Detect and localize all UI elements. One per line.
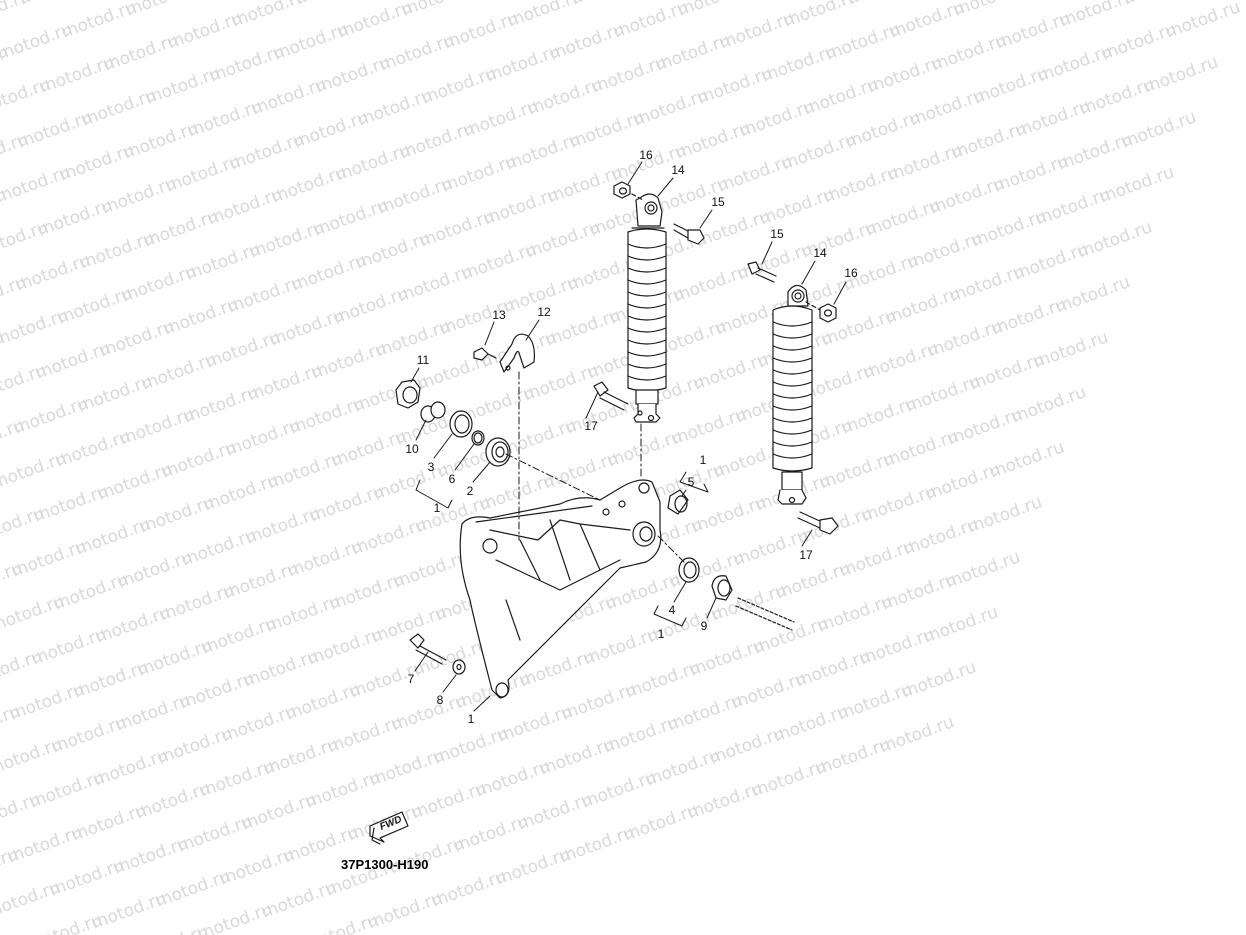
forward-arrow-icon bbox=[369, 811, 409, 845]
leader-lines bbox=[410, 161, 847, 712]
washer-8 bbox=[452, 659, 466, 675]
callout-part-2[interactable]: 2 bbox=[466, 484, 474, 498]
callout-part-1[interactable]: 1 bbox=[657, 627, 665, 641]
callout-part-15[interactable]: 15 bbox=[711, 195, 725, 209]
callout-part-11[interactable]: 11 bbox=[416, 353, 430, 367]
callout-part-14[interactable]: 14 bbox=[813, 246, 827, 260]
bolt-7 bbox=[409, 633, 447, 665]
alignment-lines bbox=[505, 371, 685, 563]
callout-part-8[interactable]: 8 bbox=[436, 693, 444, 707]
callout-part-9[interactable]: 9 bbox=[700, 619, 708, 633]
bolt-15-right bbox=[747, 261, 777, 283]
callout-part-16[interactable]: 16 bbox=[639, 148, 653, 162]
shock-absorber-right bbox=[772, 284, 813, 505]
bearing-2 bbox=[485, 437, 511, 467]
callout-part-1[interactable]: 1 bbox=[433, 501, 441, 515]
bolt-17-right bbox=[797, 511, 839, 535]
callout-part-1[interactable]: 1 bbox=[699, 453, 707, 467]
callout-part-12[interactable]: 12 bbox=[537, 305, 551, 319]
callout-part-6[interactable]: 6 bbox=[448, 472, 456, 486]
diagram-code: 37P1300-H190 bbox=[341, 857, 429, 872]
seal-4 bbox=[678, 557, 700, 583]
callout-part-16[interactable]: 16 bbox=[844, 266, 858, 280]
collar-11 bbox=[395, 379, 421, 409]
callout-part-5[interactable]: 5 bbox=[687, 475, 695, 489]
axle-phantom bbox=[735, 597, 795, 631]
callout-part-4[interactable]: 4 bbox=[668, 603, 676, 617]
clamp-12 bbox=[499, 333, 535, 373]
bolt-17-left bbox=[593, 381, 629, 411]
bushing-5 bbox=[667, 489, 689, 515]
callout-part-17[interactable]: 17 bbox=[799, 548, 813, 562]
callout-part-7[interactable]: 7 bbox=[407, 672, 415, 686]
callout-part-3[interactable]: 3 bbox=[427, 460, 435, 474]
callout-part-13[interactable]: 13 bbox=[492, 308, 506, 322]
collar-10 bbox=[420, 401, 446, 423]
oil-seal-3 bbox=[449, 410, 473, 438]
nut-16-right bbox=[819, 303, 837, 323]
circlip-6 bbox=[471, 430, 485, 446]
shock-absorber-left bbox=[627, 193, 667, 423]
bushing-9 bbox=[711, 575, 733, 601]
callout-part-1[interactable]: 1 bbox=[467, 712, 475, 726]
bolt-13 bbox=[473, 347, 497, 361]
callout-part-14[interactable]: 14 bbox=[671, 163, 685, 177]
nut-16-left bbox=[613, 181, 631, 199]
callout-part-10[interactable]: 10 bbox=[405, 442, 419, 456]
callout-part-17[interactable]: 17 bbox=[584, 419, 598, 433]
callout-part-15[interactable]: 15 bbox=[770, 227, 784, 241]
rear-arm-bracket-1 bbox=[459, 479, 662, 699]
bolt-15-left bbox=[673, 223, 705, 245]
